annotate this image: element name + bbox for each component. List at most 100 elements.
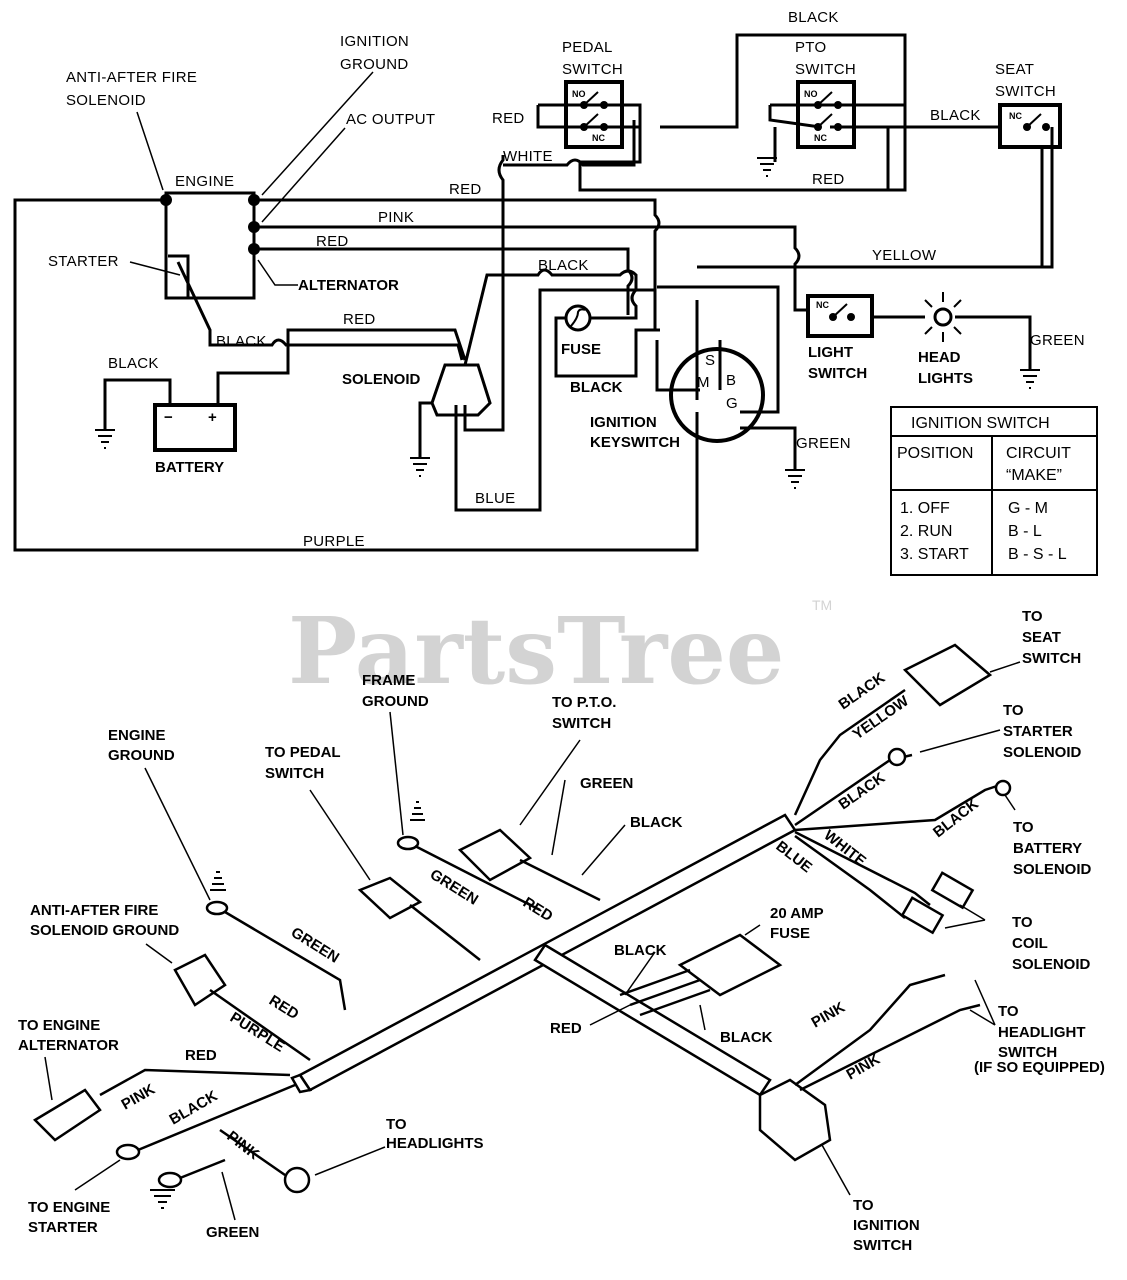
pto-no: NO	[804, 89, 818, 99]
callout-to-coil-solenoid-2: COIL	[1012, 935, 1048, 952]
callout-to-engine-starter-2: STARTER	[28, 1219, 98, 1236]
wire-green-headlights: GREEN	[1030, 332, 1085, 349]
wire-white: WHITE	[503, 148, 553, 165]
light-switch-box	[806, 294, 874, 338]
harness-callout-arrows	[44, 661, 1021, 1221]
wirelabel-red-fuse: RED	[550, 1020, 582, 1037]
wire-green-keyswitch: GREEN	[796, 435, 851, 452]
watermark-trademark: TM	[812, 597, 832, 613]
wirelabel-green-pto: GREEN	[580, 775, 633, 792]
battery-pos: +	[208, 409, 217, 426]
label-ignition-ground-2: GROUND	[340, 56, 408, 73]
table-row-position: 2. RUN	[900, 523, 952, 540]
wire-red-solenoid: RED	[343, 311, 376, 328]
table-row-position: 1. OFF	[900, 500, 950, 517]
wirelabel-black-pto: BLACK	[630, 814, 683, 831]
wire-red-pto: RED	[812, 171, 845, 188]
wirelabel-purple-antifire: PURPLE	[227, 1009, 288, 1056]
callout-to-coil-solenoid-3: SOLENOID	[1012, 956, 1091, 973]
callout-to-starter-solenoid-3: SOLENOID	[1003, 744, 1082, 761]
callout-fuse-2: FUSE	[770, 925, 810, 942]
callout-to-battery-solenoid-3: SOLENOID	[1013, 861, 1092, 878]
label-pto-switch-2: SWITCH	[795, 61, 856, 78]
keyswitch-terminal-b: B	[726, 372, 736, 389]
wirelabel-blue-coil: BLUE	[773, 838, 816, 877]
fuse-symbol	[564, 304, 592, 332]
table-row-position: 3. START	[900, 546, 969, 563]
callout-to-headlight-switch-2: HEADLIGHT	[998, 1024, 1086, 1041]
wire-black-fuse: BLACK	[570, 379, 623, 396]
label-solenoid: SOLENOID	[342, 371, 421, 388]
callout-to-pto-switch-2: SWITCH	[552, 715, 611, 732]
wire-yellow: YELLOW	[872, 247, 937, 264]
callout-to-ignition-switch-2: IGNITION	[853, 1217, 920, 1234]
frame-ground-terminal	[396, 835, 420, 851]
label-pedal-switch-1: PEDAL	[562, 39, 613, 56]
label-fuse: FUSE	[561, 341, 601, 358]
callout-to-engine-starter-1: TO ENGINE	[28, 1199, 110, 1216]
callout-anti-after-fire-1: ANTI-AFTER FIRE	[30, 902, 158, 919]
pto-nc: NC	[814, 133, 827, 143]
ignition-keyswitch-symbol	[669, 347, 765, 443]
table-header-make: “MAKE”	[1006, 467, 1062, 484]
callout-to-headlight-switch-3: SWITCH	[998, 1044, 1057, 1061]
keyswitch-terminal-m: M	[697, 374, 710, 391]
wirelabel-black-fuse-bottom: BLACK	[720, 1029, 773, 1046]
callout-to-engine-alternator-1: TO ENGINE	[18, 1017, 100, 1034]
engine-box	[164, 191, 256, 300]
wire-black-starter: BLACK	[216, 333, 267, 350]
table-title: IGNITION SWITCH	[911, 415, 1050, 432]
ignition-switch-table: IGNITION SWITCH POSITION CIRCUIT “MAKE” …	[890, 406, 1098, 576]
wirelabel-pink-hl-2: PINK	[844, 1051, 884, 1084]
alternator-connector	[32, 1088, 102, 1142]
wire-black-mid: BLACK	[538, 257, 589, 274]
label-starter: STARTER	[48, 253, 119, 270]
wire-black-seat: BLACK	[930, 107, 981, 124]
schematic-contacts	[160, 91, 1050, 321]
callout-to-pedal-switch-2: SWITCH	[265, 765, 324, 782]
wire-pink: PINK	[378, 209, 414, 226]
label-light-switch-1: LIGHT	[808, 344, 853, 361]
schematic-labels: ANTI-AFTER FIRE SOLENOID IGNITION GROUND…	[48, 9, 1085, 550]
label-alternator: ALTERNATOR	[298, 277, 399, 294]
watermark-text: PartsTree	[288, 597, 784, 705]
label-ignition-keyswitch-1: IGNITION	[590, 414, 657, 431]
callout-to-starter-solenoid-1: TO	[1003, 702, 1024, 719]
battery-box	[153, 403, 237, 452]
schematic-callout-arrows	[129, 71, 374, 286]
wirelabel-pink-hl-1: PINK	[809, 999, 849, 1032]
label-head-lights-2: LIGHTS	[918, 370, 973, 387]
label-engine: ENGINE	[175, 173, 234, 190]
label-battery: BATTERY	[155, 459, 224, 476]
engine-starter-terminal	[115, 1143, 141, 1161]
table-header-position: POSITION	[897, 445, 973, 462]
battery-solenoid-terminal	[994, 779, 1012, 797]
callout-to-seat-switch-2: SEAT	[1022, 629, 1061, 646]
seat-nc: NC	[1009, 111, 1022, 121]
callout-to-battery-solenoid-1: TO	[1013, 819, 1034, 836]
pedal-switch-box	[564, 80, 624, 149]
pto-switch-box	[796, 80, 856, 149]
seat-switch-connector	[902, 643, 993, 707]
table-row-circuit: G - M	[1008, 500, 1048, 517]
callout-to-starter-solenoid-2: STARTER	[1003, 723, 1073, 740]
wirelabel-green-frame: GREEN	[427, 866, 481, 909]
callout-to-seat-switch-3: SWITCH	[1022, 650, 1081, 667]
wire-red-pedal: RED	[492, 110, 525, 127]
label-head-lights-1: HEAD	[918, 349, 961, 366]
label-pedal-switch-2: SWITCH	[562, 61, 623, 78]
engine-ground-terminal	[205, 900, 229, 916]
callout-to-pto-switch-1: TO P.T.O.	[552, 694, 616, 711]
label-pto-switch-1: PTO	[795, 39, 826, 56]
label-ignition-ground-1: IGNITION	[340, 33, 409, 50]
starter-solenoid-terminal	[887, 747, 907, 767]
wire-purple: PURPLE	[303, 533, 365, 550]
label-ac-output: AC OUTPUT	[346, 111, 435, 128]
table-row-circuit: B - S - L	[1008, 546, 1067, 563]
callout-anti-after-fire-2: SOLENOID GROUND	[30, 922, 179, 939]
wire-red-top: RED	[449, 181, 482, 198]
pedal-nc: NC	[592, 133, 605, 143]
label-anti-after-fire-2: SOLENOID	[66, 92, 146, 109]
pedal-switch-connector	[357, 876, 423, 920]
callout-fuse-1: 20 AMP	[770, 905, 824, 922]
